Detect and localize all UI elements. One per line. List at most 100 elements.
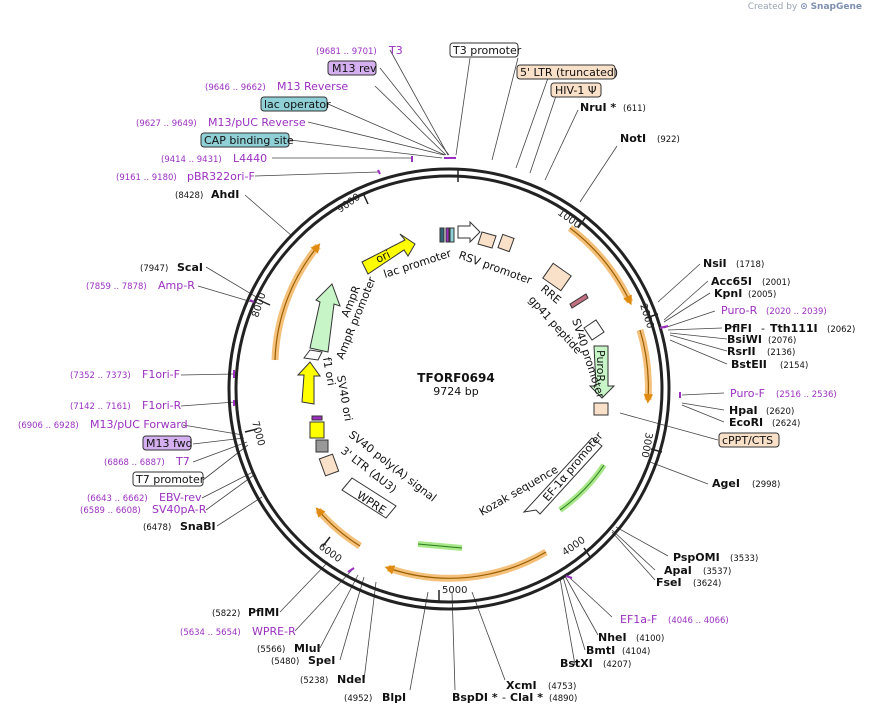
primer-m13rev-name: M13 Reverse [277, 80, 348, 93]
enzyme-nsii-name: NsiI [703, 257, 727, 270]
primer-ampr-name: Amp-R [158, 279, 195, 292]
enzyme-pspomi-pos: (3533) [730, 554, 758, 564]
enzyme-rsrii-pos: (2136) [767, 348, 795, 358]
primer-f1orir-range: (7142 .. 7161) [70, 402, 131, 412]
enzyme-bstxi-pos: (4207) [603, 660, 631, 670]
enzyme-hpai-name: HpaI [729, 404, 758, 417]
enzyme-ndei-name: NdeI [337, 673, 366, 686]
enzyme-bmti-name: BmtI [586, 644, 615, 657]
enzyme-ahdi-pos: (8428) [175, 191, 203, 201]
ampr-feature [309, 283, 341, 353]
tag-cppt: cPPT/CTS [722, 434, 773, 447]
primer-sv40pa-range: (6589 .. 6608) [80, 506, 141, 516]
enzyme-bmti-pos: (4104) [622, 647, 650, 657]
ruler-label-7000: 7000 [249, 420, 266, 447]
tag-t7-promoter: T7 promoter [135, 473, 205, 486]
enzyme-ecori-name: EcoRI [729, 416, 763, 429]
enzyme-fsei-pos: (3624) [693, 579, 721, 589]
enzyme-snabi-pos: (6478) [143, 523, 171, 533]
enzyme-bspdi-sep: - [502, 691, 506, 704]
rre-feature [542, 262, 572, 292]
created-by-text: Created by [747, 2, 798, 12]
backbone-inner-strand [234, 174, 664, 604]
primer-sv40pa-name: SV40pA-R [152, 503, 207, 516]
ruler-label-3000: 3000 [639, 431, 654, 458]
primer-puror-name: Puro-R [721, 304, 758, 317]
enzyme-scai-name: ScaI [177, 261, 203, 274]
m13-fwd-feature [311, 415, 323, 421]
primer-ampr-range: (7859 .. 7878) [86, 282, 147, 292]
ruler-label-5000: 5000 [442, 585, 467, 596]
sv40-promoter-right-feature [583, 319, 605, 341]
tag-t3-promoter: T3 promoter [452, 44, 522, 57]
enzyme-spei-name: SpeI [308, 654, 335, 667]
orf-arcs-bg [271, 225, 652, 582]
primer-puror-range: (2020 .. 2039) [766, 307, 827, 317]
enzyme-mlui-name: MluI [294, 642, 321, 655]
enzyme-snabi-name: SnaBI [180, 520, 216, 533]
primer-l4440-name: L4440 [233, 152, 267, 165]
primer-pbr322-name: pBR322ori-F [187, 170, 255, 183]
enzyme-noti-name: NotI [620, 132, 646, 145]
enzyme-scai-pos: (7947) [140, 264, 168, 274]
tag-m13-fwd: M13 fwd [146, 437, 193, 450]
enzyme-labels: NruI * (611) NotI (922) NsiI (1718) Acc6… [140, 101, 855, 704]
rsv-promoter-feature [457, 220, 481, 244]
primer-wprer-range: (5634 .. 5654) [180, 628, 241, 638]
primer-purof-name: Puro-F [730, 387, 765, 400]
cap-feature [449, 227, 455, 243]
rsv-promoter-label: RSV promoter [457, 249, 534, 288]
ampr-promoter-feature [303, 349, 323, 361]
enzyme-acc65i-name: Acc65I [711, 275, 752, 288]
wpre-feature [341, 477, 397, 519]
primer-f1orir-name: F1ori-R [142, 399, 182, 412]
feature-tags: T3 promoter 5' LTR (truncated) HIV-1 Ψ M… [132, 42, 780, 487]
primer-ebvrev-range: (6643 .. 6662) [87, 494, 148, 504]
primer-l4440-range: (9414 .. 9431) [161, 155, 222, 165]
f1-ori-label: f1 ori [320, 356, 338, 387]
enzyme-agei-name: AgeI [712, 477, 740, 490]
primer-wprer-name: WPRE-R [252, 625, 296, 638]
enzyme-nhei-pos: (4100) [636, 634, 664, 644]
enzyme-agei-pos: (2998) [752, 480, 780, 490]
plasmid-name: TFORF0694 [417, 371, 494, 385]
primer-m13puc-range: (9627 .. 9649) [136, 119, 197, 129]
backbone-outer-strand [227, 167, 671, 611]
enzyme-apai-name: ApaI [664, 564, 692, 577]
enzyme-kpni-pos: (2005) [748, 290, 776, 300]
primer-t3-range: (9681 .. 9701) [316, 47, 377, 57]
primer-t7-range: (6868 .. 6887) [104, 458, 165, 468]
ori-label: ori [374, 248, 392, 266]
snapgene-logo-icon: ⊙ [800, 2, 808, 12]
enzyme-xcmi-pos: (4753) [548, 682, 576, 692]
enzyme-ahdi-name: AhdI [211, 188, 239, 201]
enzyme-nrui-name: NruI * [580, 101, 616, 114]
primer-ebvrev-name: EBV-rev [159, 491, 202, 504]
cppt-feature [593, 402, 609, 416]
enzyme-bsteii-name: BstEII [731, 358, 767, 371]
ruler-tick-marks [244, 170, 663, 603]
enzyme-clai-name: ClaI * [510, 691, 543, 704]
f1-ori-feature [296, 361, 321, 405]
gp41-feature [569, 293, 589, 309]
app-name: SnapGene [810, 2, 862, 12]
primer-purof-range: (2516 .. 2536) [776, 390, 837, 400]
hiv-feature [497, 233, 515, 253]
enzyme-bspdi-pos: (4890) [549, 694, 577, 704]
enzyme-rsrii-name: RsrII [727, 345, 756, 358]
enzyme-pflmi-pos: (5822) [212, 609, 240, 619]
enzyme-pflfi-pos: (2062) [827, 325, 855, 335]
enzyme-xcmi-name: XcmI [506, 679, 537, 692]
tag-hiv: HIV-1 Ψ [555, 84, 597, 97]
enzyme-pflmi-name: PflMI [248, 606, 279, 619]
ori-feature [361, 233, 416, 275]
enzyme-bsteii-pos: (2154) [780, 361, 808, 371]
sv40-polya-feature [315, 439, 329, 453]
enzyme-blpi-pos: (4952) [344, 694, 372, 704]
orf-arcs [274, 227, 654, 579]
enzyme-spei-pos: (5480) [271, 657, 299, 667]
enzyme-pflfi-name: PflFI [724, 322, 752, 335]
enzyme-bsiwi-pos: (2076) [768, 336, 796, 346]
primer-site-marks [233, 156, 681, 579]
